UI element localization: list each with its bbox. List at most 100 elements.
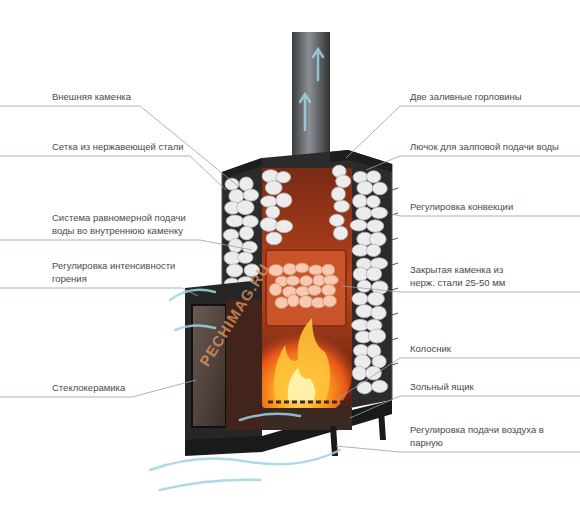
flame: [274, 318, 331, 400]
grate: [268, 401, 350, 404]
stone: [372, 380, 388, 392]
stone: [322, 284, 336, 296]
stone: [367, 292, 384, 306]
label-underline: [400, 156, 580, 157]
label-underline: [0, 156, 190, 157]
stone: [269, 283, 282, 295]
leader-line: [336, 446, 400, 452]
part-label: Регулировка интенсивности горения: [52, 260, 182, 285]
part-label: Система равномерной подачи воды во внутр…: [52, 212, 202, 237]
label-underline: [400, 292, 580, 293]
leader-line: [132, 380, 196, 397]
part-label: Зольный ящик: [410, 381, 570, 393]
inner-kamenka: [266, 250, 346, 326]
stone: [239, 226, 253, 240]
stone: [357, 181, 373, 195]
lid: [222, 158, 262, 178]
stone: [353, 194, 368, 208]
stone: [276, 220, 293, 233]
stone: [322, 264, 335, 276]
part-label: Колосник: [410, 343, 570, 355]
part-label: Стеклокерамика: [52, 382, 182, 394]
leader-line: [350, 396, 400, 418]
stone: [287, 294, 299, 307]
stone: [372, 182, 387, 195]
leader-line: [366, 156, 400, 170]
stone: [329, 214, 344, 226]
stone: [371, 207, 388, 218]
leader-line: [342, 286, 400, 292]
label-underline: [0, 397, 132, 398]
label-underline: [400, 452, 580, 453]
flame-core: [288, 368, 316, 400]
stone: [368, 329, 385, 343]
stone: [333, 226, 347, 240]
ash-box: [262, 408, 352, 430]
leader-line: [346, 106, 400, 158]
stone: [323, 295, 337, 307]
leader-line: [336, 358, 400, 400]
stone: [283, 263, 297, 275]
stone: [357, 382, 372, 394]
label-underline: [0, 106, 140, 107]
lid: [330, 150, 392, 172]
part-label: Регулировка подачи воздуха в парную: [410, 424, 565, 449]
airflow: [150, 49, 340, 490]
label-underline: [0, 288, 182, 289]
part-label: Закрытая каменка из нерж. стали 25-50 мм: [410, 264, 530, 289]
stone: [357, 280, 371, 292]
label-underline: [400, 106, 580, 107]
stone: [366, 196, 380, 208]
stone: [266, 232, 282, 245]
stone: [371, 306, 386, 319]
stone: [300, 276, 313, 287]
stone: [237, 200, 254, 214]
stone: [242, 215, 258, 227]
stone: [295, 263, 309, 273]
label-underline: [0, 240, 200, 241]
stone: [243, 189, 259, 201]
stone: [226, 215, 243, 227]
leader-line: [392, 214, 400, 216]
stone: [331, 187, 345, 201]
stone: [276, 193, 292, 207]
stone: [238, 252, 253, 263]
part-label: Сетка из нержавеющей стали: [52, 141, 212, 153]
stone: [366, 171, 380, 183]
stone: [225, 178, 239, 190]
stone: [286, 276, 300, 286]
stone: [366, 244, 380, 256]
stone: [365, 366, 381, 380]
stone: [226, 264, 242, 277]
part-label: Лючок для залповой подачи воды: [410, 141, 560, 153]
stone: [356, 207, 372, 220]
label-underline: [400, 396, 580, 397]
inner-stones: [269, 263, 339, 309]
stone: [323, 275, 338, 285]
stone: [367, 220, 384, 232]
stove-base: [185, 400, 392, 456]
stone: [309, 265, 323, 275]
stone: [356, 305, 373, 318]
stone: [275, 297, 288, 309]
stone: [334, 200, 350, 212]
part-label: Внешняя каменка: [52, 91, 202, 103]
stone: [350, 220, 367, 231]
leader-line: [190, 156, 226, 190]
stone: [266, 206, 280, 219]
stone: [352, 293, 368, 306]
stone: [336, 175, 351, 188]
label-underline: [400, 216, 580, 217]
leader-line: [200, 240, 252, 250]
part-label: Регулировка конвекции: [410, 201, 570, 213]
stone: [242, 241, 257, 253]
stone: [352, 366, 366, 380]
stone: [276, 172, 291, 183]
stone: [260, 217, 277, 231]
leader-line: [182, 288, 198, 296]
stove-leg: [330, 410, 386, 456]
label-underline: [400, 358, 580, 359]
